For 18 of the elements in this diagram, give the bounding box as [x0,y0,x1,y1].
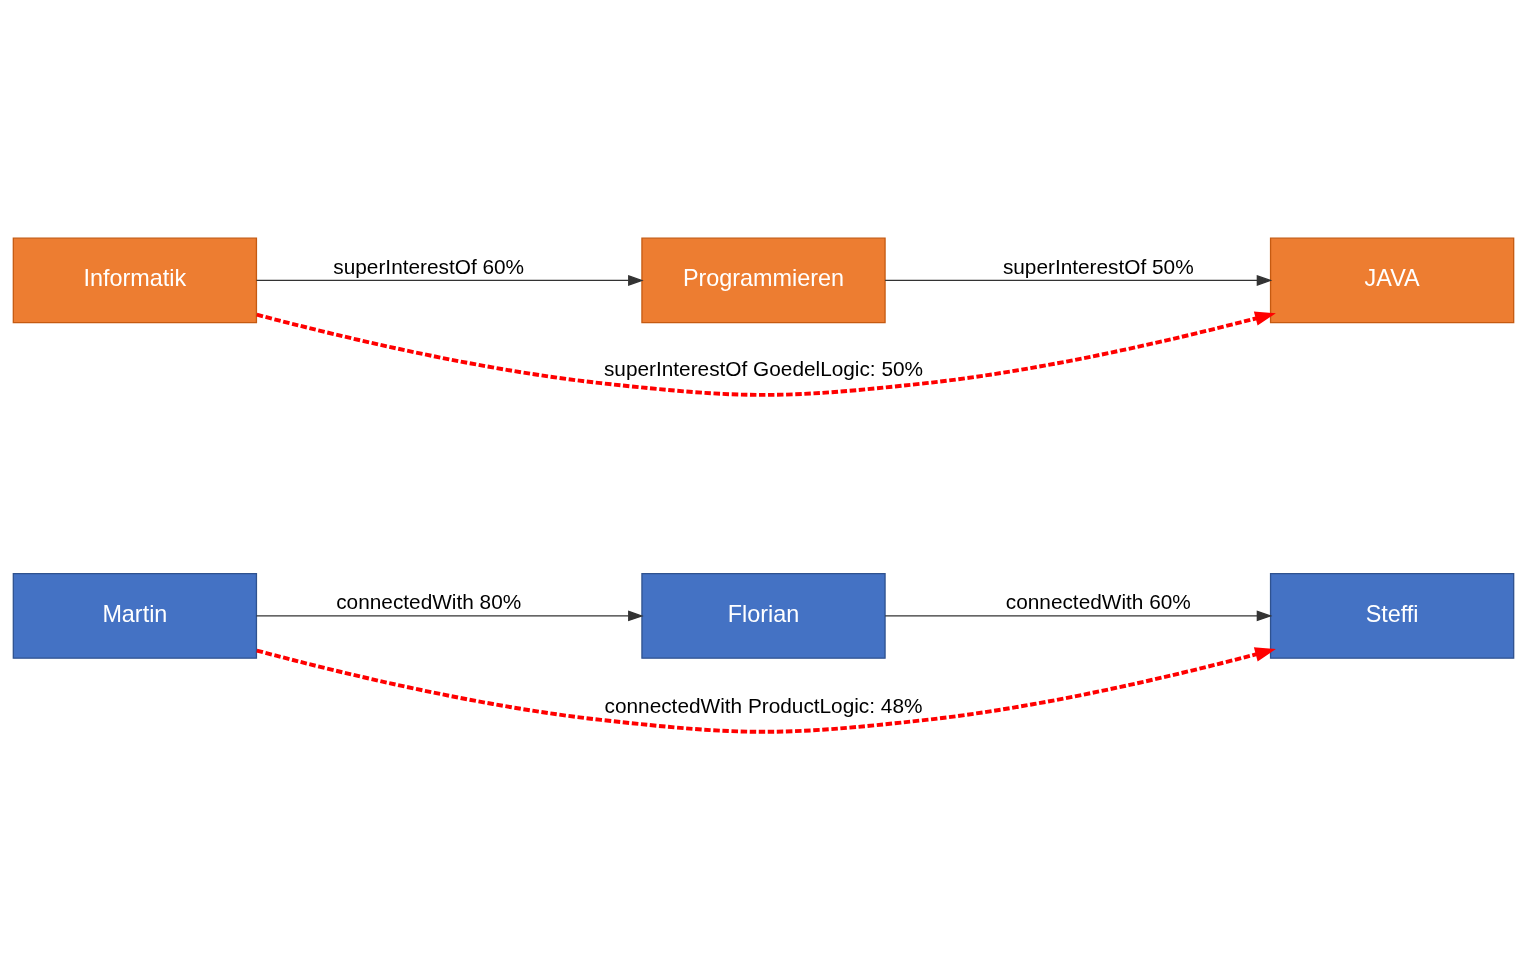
node-box: Martin [12,573,258,659]
node-box: Programmieren [641,237,886,324]
node-box: Florian [641,573,886,659]
edge-label: superInterestOf 50% [1002,254,1194,278]
node-box: JAVA [1269,237,1515,324]
edge-label: superInterestOf 60% [333,254,525,278]
arrow [884,610,1273,622]
edge-label: superInterestOf GoedelLogic: 50% [603,357,924,381]
arrow [256,311,1276,397]
arrow [255,275,644,286]
edge-label: connectedWith 80% [336,590,522,614]
node-box: Informatik [12,237,258,324]
arrow [884,275,1273,286]
arrow [255,610,644,622]
edge-label: connectedWith ProductLogic: 48% [604,694,923,718]
arrow [256,647,1276,734]
node-box: Steffi [1269,573,1515,659]
edge-label: connectedWith 60% [1005,590,1191,614]
